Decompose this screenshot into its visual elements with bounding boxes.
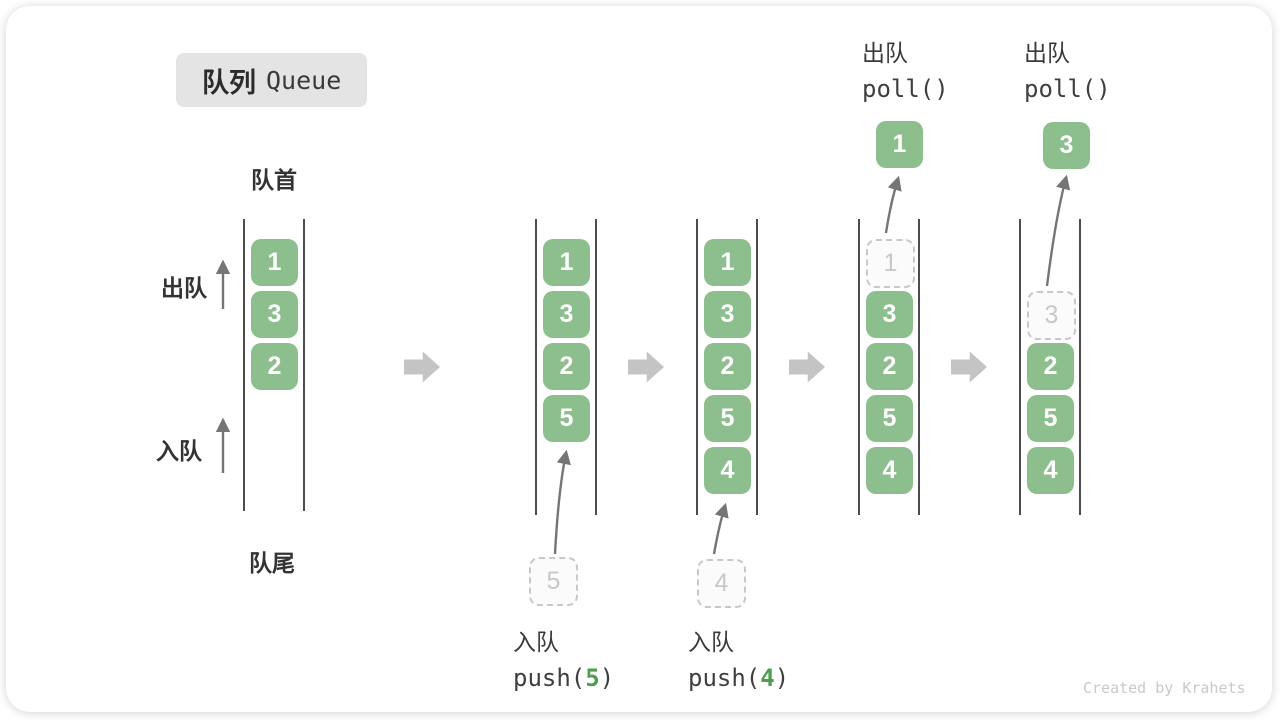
- queue-cell: 4: [704, 447, 751, 494]
- queue-cell: 5: [704, 395, 751, 442]
- queue-cell: 3: [866, 291, 913, 338]
- queue-cell: 1: [251, 239, 298, 286]
- diagram-canvas: 队列 Queue 队首 队尾 出队 入队 1 3 2 1 3 2 5 5 入队 …: [6, 6, 1272, 712]
- operation-action: 入队: [688, 629, 734, 655]
- title-badge: 队列 Queue: [176, 53, 368, 107]
- operation-caption-poll1: 出队 poll(): [862, 34, 949, 103]
- operation-call: poll(): [862, 75, 949, 103]
- watermark: Created by Krahets: [1083, 679, 1246, 697]
- queue-cell: 3: [251, 291, 298, 338]
- arrow-overlay: [215, 174, 1071, 555]
- operation-call: poll(): [1024, 75, 1111, 103]
- label-queue-rear: 队尾: [249, 550, 295, 576]
- queue-state-2-channel: 1 3 2 5: [535, 219, 597, 515]
- operation-caption-push5: 入队 push(5): [513, 623, 614, 692]
- title-zh: 队列: [202, 67, 256, 98]
- queue-cell: 2: [866, 343, 913, 390]
- queue-state-4-channel: 1 3 2 5 4: [858, 219, 920, 515]
- operation-action: 出队: [1024, 40, 1070, 66]
- queue-cell: 2: [704, 343, 751, 390]
- queue-state-3-channel: 1 3 2 5 4: [696, 219, 758, 515]
- queue-cell: 2: [543, 343, 590, 390]
- dequeued-element-box: 1: [876, 121, 923, 168]
- incoming-element-box: 5: [529, 557, 578, 606]
- operation-action: 入队: [513, 629, 559, 655]
- title-en: Queue: [266, 65, 342, 95]
- removed-queue-cell: 1: [866, 239, 915, 288]
- operation-call: push(5): [513, 664, 615, 692]
- operation-call: push(4): [688, 664, 790, 692]
- queue-cell: 1: [543, 239, 590, 286]
- operation-caption-poll3: 出队 poll(): [1024, 34, 1111, 103]
- queue-state-1-channel: 1 3 2: [243, 219, 305, 511]
- queue-cell: 5: [1027, 395, 1074, 442]
- state-transition-arrow-icon: [789, 351, 825, 383]
- queue-cell: 4: [1027, 447, 1074, 494]
- state-transition-arrow-icon: [628, 351, 664, 383]
- incoming-element-box: 4: [697, 559, 746, 608]
- label-queue-front: 队首: [251, 167, 297, 193]
- queue-state-5-channel: 3 2 5 4: [1019, 219, 1081, 515]
- queue-cell: 2: [1027, 343, 1074, 390]
- queue-cell: 3: [704, 291, 751, 338]
- queue-cell: 5: [543, 395, 590, 442]
- queue-cell: 2: [251, 343, 298, 390]
- removed-queue-cell: 3: [1027, 291, 1076, 340]
- operation-arg: 5: [585, 664, 600, 692]
- queue-cell: 3: [543, 291, 590, 338]
- state-transition-arrow-icon: [951, 351, 987, 383]
- state-transition-arrow-icon: [404, 351, 440, 383]
- queue-cell: 1: [704, 239, 751, 286]
- operation-caption-push4: 入队 push(4): [688, 623, 789, 692]
- dequeued-element-box: 3: [1043, 122, 1090, 169]
- queue-cell: 4: [866, 447, 913, 494]
- operation-action: 出队: [862, 40, 908, 66]
- operation-arg: 4: [760, 664, 775, 692]
- label-enqueue-direction: 入队: [156, 438, 202, 464]
- label-dequeue-direction: 出队: [161, 275, 207, 301]
- queue-cell: 5: [866, 395, 913, 442]
